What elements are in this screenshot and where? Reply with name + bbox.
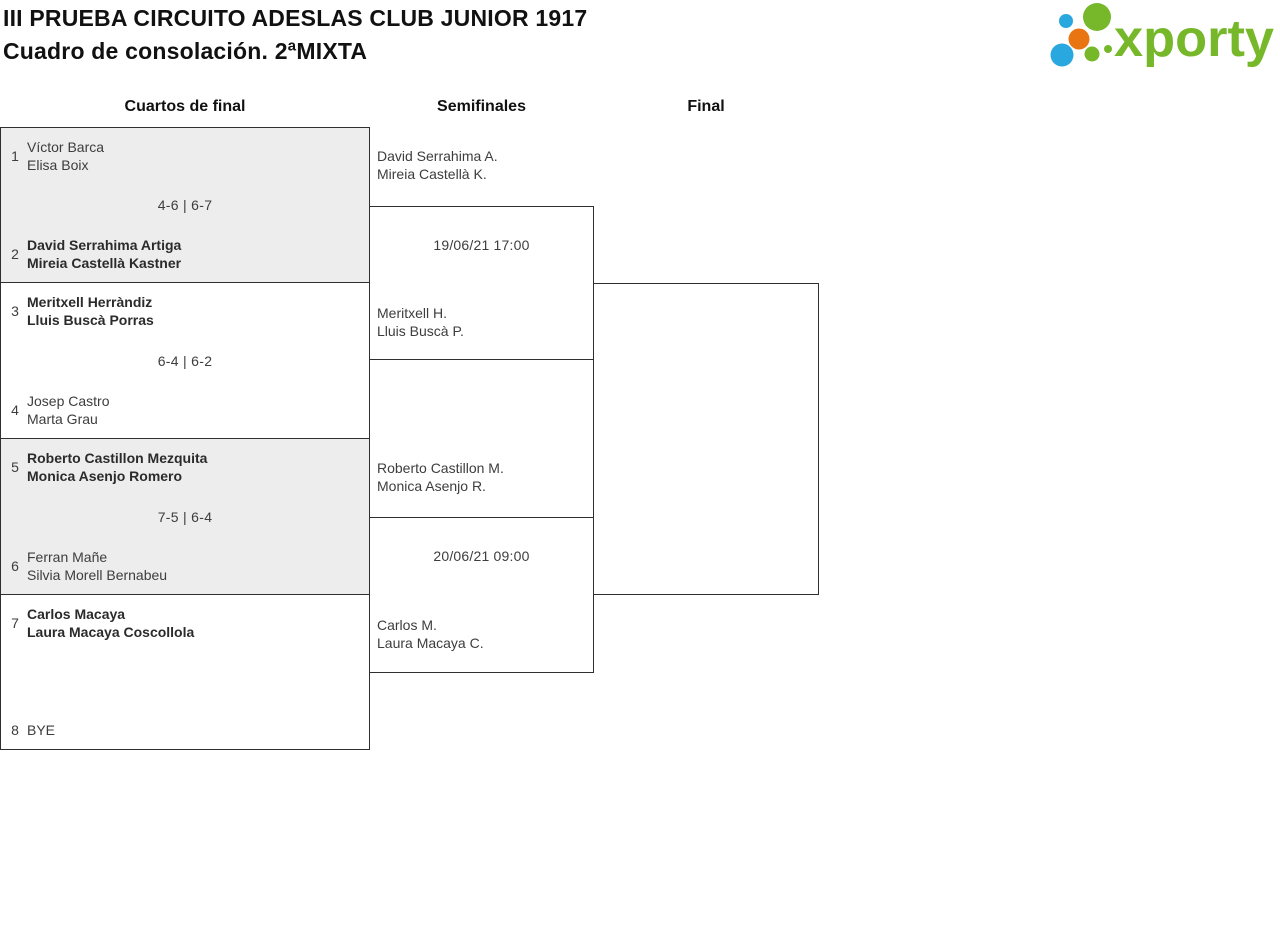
sf1-team2-label: Meritxell H. Lluis Buscà P. — [377, 304, 587, 340]
xporty-logo[interactable]: xporty — [1048, 0, 1280, 72]
team-row-seed8: 8 BYE — [1, 721, 369, 739]
player-name: Ferran Mañe — [27, 549, 108, 565]
round-header-final: Final — [687, 98, 725, 115]
match-score: 7-5 | 6-4 — [157, 508, 213, 525]
player-name: Elisa Boix — [27, 157, 89, 173]
player-name: Silvia Morell Bernabeu — [27, 567, 168, 583]
player-name: Roberto Castillon Mezquita — [27, 450, 208, 466]
round-header-semifinals: Semifinales — [437, 98, 526, 115]
seed-number: 6 — [11, 558, 19, 574]
seed-number: 4 — [11, 402, 19, 418]
match-final-box — [593, 283, 819, 595]
seed-number: 2 — [11, 246, 19, 262]
seed-number: 5 — [11, 459, 19, 475]
team-row-seed2: 2 David Serrahima Artiga Mireia Castellà… — [1, 236, 369, 272]
player-name: Lluis Buscà Porras — [27, 312, 154, 328]
match-quarterfinal-4: 7 Carlos Macaya Laura Macaya Coscollola … — [0, 595, 370, 750]
player-name: Monica Asenjo R. — [377, 478, 486, 494]
player-name: Meritxell H. — [377, 305, 448, 321]
header: III PRUEBA CIRCUITO ADESLAS CLUB JUNIOR … — [3, 2, 587, 68]
round-header-quarterfinals: Cuartos de final — [124, 98, 246, 115]
player-name: Marta Grau — [27, 411, 98, 427]
match-semifinal-2: 20/06/21 09:00 — [369, 517, 594, 673]
match-date: 20/06/21 09:00 — [433, 548, 530, 564]
team-row-seed3: 3 Meritxell Herràndiz Lluis Buscà Porras — [1, 293, 369, 329]
team-row-seed4: 4 Josep Castro Marta Grau — [1, 392, 369, 428]
seed-number: 7 — [11, 615, 19, 631]
player-name: Laura Macaya C. — [377, 635, 484, 651]
player-name: Lluis Buscà P. — [377, 323, 464, 339]
team-players: Roberto Castillon Mezquita Monica Asenjo… — [27, 449, 207, 485]
player-name: Carlos Macaya — [27, 606, 126, 622]
team-players: Víctor Barca Elisa Boix — [27, 138, 104, 174]
sf2-team2-label: Carlos M. Laura Macaya C. — [377, 616, 587, 652]
match-score: 6-4 | 6-2 — [157, 352, 213, 369]
player-name: Laura Macaya Coscollola — [27, 624, 195, 640]
player-name: Monica Asenjo Romero — [27, 468, 183, 484]
xporty-logo-icon: xporty — [1050, 3, 1274, 68]
player-name: Mireia Castellà K. — [377, 166, 487, 182]
team-players: Josep Castro Marta Grau — [27, 392, 109, 428]
team-players: Carlos Macaya Laura Macaya Coscollola — [27, 605, 194, 641]
player-name: Víctor Barca — [27, 139, 105, 155]
match-quarterfinal-3: 5 Roberto Castillon Mezquita Monica Asen… — [0, 439, 370, 595]
player-name: Roberto Castillon M. — [377, 460, 504, 476]
team-players: Meritxell Herràndiz Lluis Buscà Porras — [27, 293, 154, 329]
seed-number: 3 — [11, 303, 19, 319]
team-row-seed1: 1 Víctor Barca Elisa Boix — [1, 138, 369, 174]
match-quarterfinal-2: 3 Meritxell Herràndiz Lluis Buscà Porras… — [0, 283, 370, 439]
player-name: David Serrahima Artiga — [27, 237, 182, 253]
player-name: Meritxell Herràndiz — [27, 294, 153, 310]
logo-wordmark: xporty — [1114, 10, 1274, 68]
player-name: BYE — [27, 722, 56, 738]
team-players: David Serrahima Artiga Mireia Castellà K… — [27, 236, 181, 272]
seed-number: 1 — [11, 148, 19, 164]
player-name: David Serrahima A. — [377, 148, 498, 164]
player-name: Mireia Castellà Kastner — [27, 255, 182, 271]
page-title: III PRUEBA CIRCUITO ADESLAS CLUB JUNIOR … — [3, 5, 588, 31]
seed-number: 8 — [11, 722, 19, 738]
team-players: Ferran Mañe Silvia Morell Bernabeu — [27, 548, 167, 584]
team-row-seed5: 5 Roberto Castillon Mezquita Monica Asen… — [1, 449, 369, 485]
sf1-team1-label: David Serrahima A. Mireia Castellà K. — [377, 147, 587, 183]
match-score: 4-6 | 6-7 — [157, 197, 213, 213]
team-players: BYE — [27, 721, 55, 739]
page-subtitle: Cuadro de consolación. 2ªMIXTA — [3, 38, 368, 64]
team-row-seed6: 6 Ferran Mañe Silvia Morell Bernabeu — [1, 548, 369, 584]
sf2-team1-label: Roberto Castillon M. Monica Asenjo R. — [377, 459, 587, 495]
match-date: 19/06/21 17:00 — [433, 237, 530, 253]
player-name: Carlos M. — [377, 617, 437, 633]
match-quarterfinal-1: 1 Víctor Barca Elisa Boix 4-6 | 6-7 2 Da… — [0, 127, 370, 283]
team-row-seed7: 7 Carlos Macaya Laura Macaya Coscollola — [1, 605, 369, 641]
player-name: Josep Castro — [27, 393, 110, 409]
